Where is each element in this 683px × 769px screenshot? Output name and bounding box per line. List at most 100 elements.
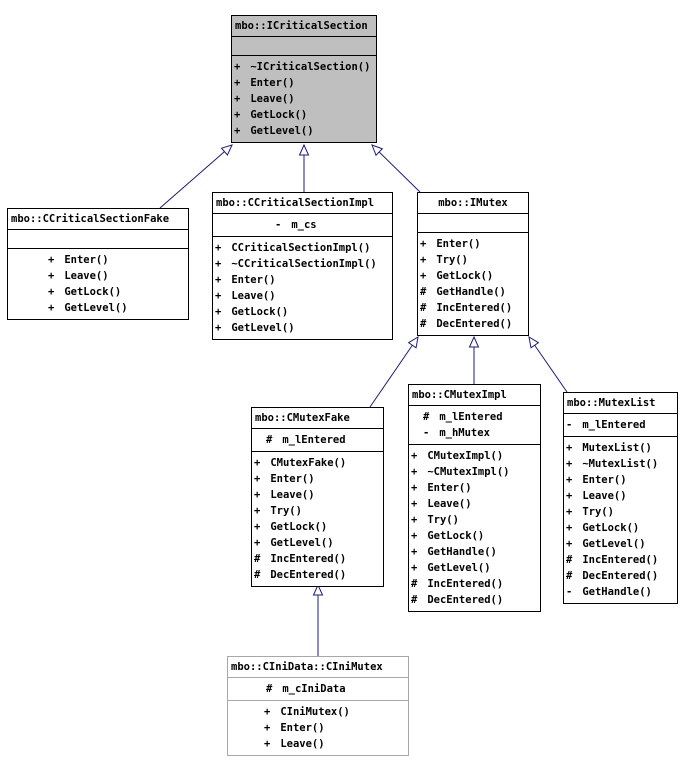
method-row: + Enter(): [409, 480, 540, 496]
method-row: + Try(): [252, 503, 383, 519]
methods-section: + ~ICriticalSection()+ Enter()+ Leave()+…: [232, 55, 376, 142]
method-name: Try(): [264, 505, 302, 517]
visibility-marker: +: [254, 521, 261, 533]
method-name: Leave(): [244, 93, 295, 105]
method-name: Enter(): [244, 77, 295, 89]
method-row: + CCriticalSectionImpl(): [213, 240, 392, 256]
method-row: + CMutexImpl(): [409, 448, 540, 464]
methods-section: + CMutexImpl()+ ~CMutexImpl()+ Enter()+ …: [409, 444, 540, 611]
method-name: DecEntered(): [264, 569, 347, 581]
method-row: + GetLevel(): [213, 320, 392, 336]
method-name: GetLevel(): [225, 322, 295, 334]
inheritance-arrowhead: [371, 144, 384, 157]
visibility-marker: +: [234, 77, 241, 89]
visibility-marker: +: [264, 706, 271, 718]
class-name: mbo::CCriticalSectionImpl: [216, 197, 375, 209]
methods-section: + Enter()+ Try()+ GetLock()# GetHandle()…: [418, 232, 528, 335]
class-name: mbo::CMutexFake: [255, 412, 350, 424]
method-name: ~ICriticalSection(): [244, 61, 371, 73]
method-row: # IncEntered(): [418, 300, 528, 316]
method-name: GetLevel(): [421, 562, 491, 574]
method-row: + GetLock(): [418, 268, 528, 284]
visibility-marker: +: [234, 109, 241, 121]
class-box-mutex-list[interactable]: mbo::MutexList- m_lEntered+ MutexList()+…: [563, 392, 678, 604]
method-name: ~CCriticalSectionImpl(): [225, 258, 377, 270]
method-name: Try(): [421, 514, 459, 526]
visibility-marker: +: [411, 482, 418, 494]
method-name: Enter(): [274, 722, 325, 734]
method-row: + Enter(): [252, 471, 383, 487]
inheritance-line: [534, 344, 568, 393]
attribute-row: - m_hMutex: [409, 425, 540, 441]
visibility-marker: +: [566, 442, 573, 454]
method-row: + GetLock(): [564, 520, 677, 536]
method-row: + MutexList(): [564, 440, 677, 456]
visibility-marker: +: [48, 286, 55, 298]
visibility-marker: +: [566, 538, 573, 550]
method-name: GetLevel(): [576, 538, 646, 550]
visibility-marker: #: [266, 683, 273, 695]
method-name: MutexList(): [576, 442, 652, 454]
method-row: + Try(): [564, 504, 677, 520]
class-box-ccritical-section-fake[interactable]: mbo::CCriticalSectionFake+ Enter()+ Leav…: [7, 208, 189, 320]
class-box-cmutex-impl[interactable]: mbo::CMutexImpl# m_lEntered- m_hMutex+ C…: [408, 384, 541, 612]
method-name: DecEntered(): [430, 318, 513, 330]
method-row: # DecEntered(): [409, 592, 540, 608]
method-row: # DecEntered(): [564, 568, 677, 584]
method-row: + ~ICriticalSection(): [232, 59, 376, 75]
method-name: DecEntered(): [576, 570, 659, 582]
method-name: Enter(): [58, 254, 109, 266]
method-row: + GetLock(): [232, 107, 376, 123]
method-row: + Leave(): [564, 488, 677, 504]
inheritance-arrowhead: [468, 335, 480, 348]
visibility-marker: #: [411, 594, 418, 606]
visibility-marker: +: [48, 254, 55, 266]
class-name: mbo::CMutexImpl: [412, 389, 507, 401]
visibility-marker: +: [411, 562, 418, 574]
method-row: + ~CCriticalSectionImpl(): [213, 256, 392, 272]
inheritance-arrowhead: [312, 583, 324, 596]
method-name: Enter(): [430, 238, 481, 250]
visibility-marker: +: [234, 125, 241, 137]
class-box-cini-mutex[interactable]: mbo::CIniData::CIniMutex# m_cIniData+ CI…: [227, 656, 409, 756]
method-row: + Enter(): [232, 75, 376, 91]
inheritance-arrowhead: [298, 143, 310, 156]
class-name: mbo::CCriticalSectionFake: [11, 213, 170, 225]
method-row: + GetLevel(): [8, 300, 188, 316]
method-row: + Leave(): [213, 288, 392, 304]
method-name: GetHandle(): [576, 586, 652, 598]
method-row: # GetHandle(): [418, 284, 528, 300]
method-row: + GetLevel(): [252, 535, 383, 551]
method-row: + GetLock(): [409, 528, 540, 544]
visibility-marker: #: [411, 578, 418, 590]
attributes-section: # m_lEntered: [252, 428, 383, 451]
method-row: + GetHandle(): [409, 544, 540, 560]
class-box-imutex[interactable]: mbo::IMutex+ Enter()+ Try()+ GetLock()# …: [417, 192, 529, 336]
methods-section: + CIniMutex()+ Enter()+ Leave(): [228, 700, 408, 755]
class-box-icritical-section[interactable]: mbo::ICriticalSection+ ~ICriticalSection…: [231, 15, 377, 143]
method-name: GetHandle(): [421, 546, 497, 558]
class-box-cmutex-fake[interactable]: mbo::CMutexFake# m_lEntered+ CMutexFake(…: [251, 407, 384, 587]
method-name: GetLevel(): [58, 302, 128, 314]
method-name: Enter(): [421, 482, 472, 494]
method-name: GetLock(): [576, 522, 640, 534]
attribute-row: # m_lEntered: [252, 432, 383, 448]
visibility-marker: +: [254, 457, 261, 469]
attribute-name: m_cs: [285, 219, 317, 231]
visibility-marker: +: [411, 546, 418, 558]
visibility-marker: #: [566, 570, 573, 582]
inheritance-line: [159, 151, 225, 209]
attribute-row: # m_lEntered: [409, 409, 540, 425]
class-box-ccritical-section-impl[interactable]: mbo::CCriticalSectionImpl- m_cs+ CCritic…: [212, 192, 393, 340]
visibility-marker: +: [566, 506, 573, 518]
visibility-marker: +: [254, 505, 261, 517]
method-name: ~CMutexImpl(): [421, 466, 510, 478]
visibility-marker: +: [254, 473, 261, 485]
class-name: mbo::IMutex: [438, 197, 508, 209]
method-row: + GetLock(): [213, 304, 392, 320]
inheritance-arrowhead: [528, 335, 540, 349]
method-row: + Enter(): [418, 236, 528, 252]
method-row: + Leave(): [409, 496, 540, 512]
